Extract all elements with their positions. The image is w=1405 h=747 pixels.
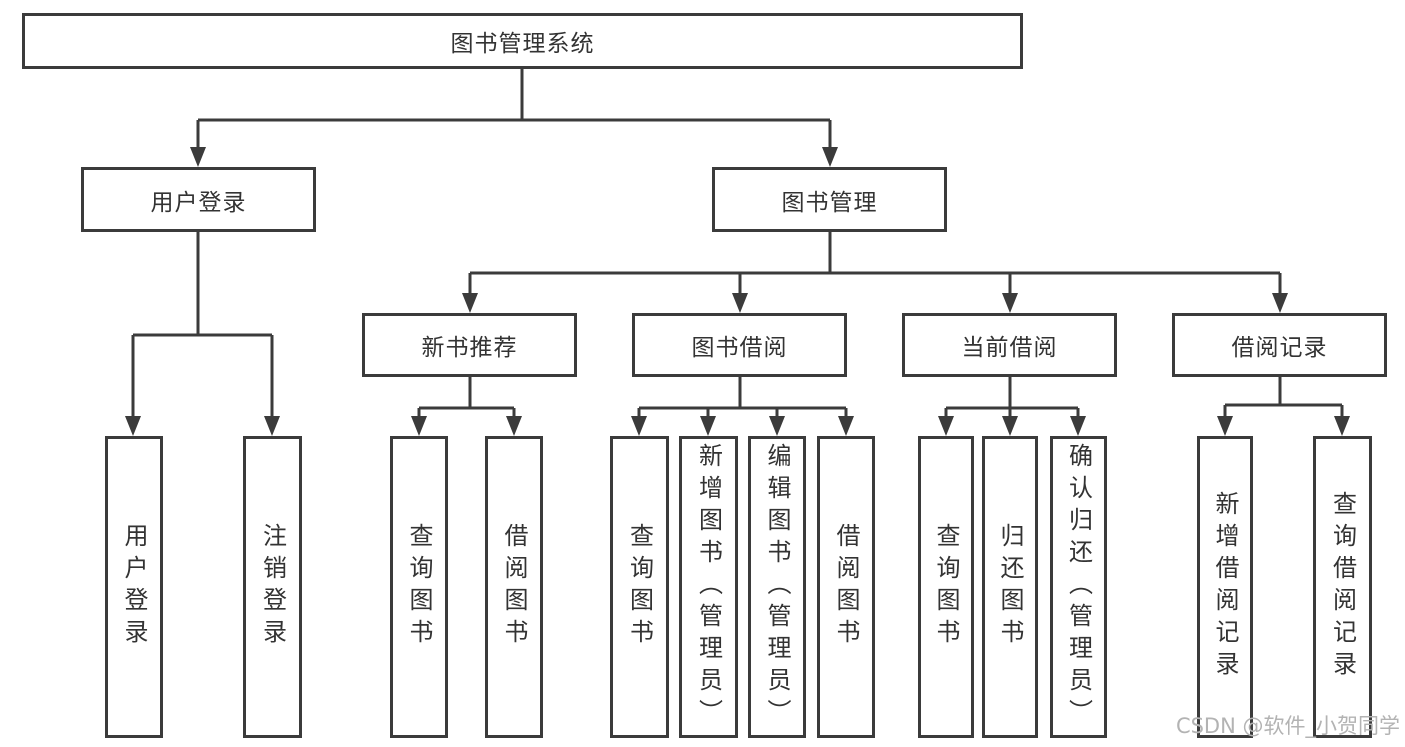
leaf-label: 借阅图书 [832,523,860,651]
leaf-add-borrow-record: 新增借阅记录 [1197,436,1253,738]
leaf-logout: 注销登录 [243,436,302,738]
node-borrow-records: 借阅记录 [1172,313,1387,377]
csdn-watermark: CSDN @软件_小贺同学 [1175,714,1400,738]
node-label: 当前借阅 [961,335,1058,361]
node-label: 新书推荐 [421,335,518,361]
node-current-borrow: 当前借阅 [902,313,1117,377]
leaf-borrow-books-1: 借阅图书 [485,436,543,738]
leaf-user-login: 用户登录 [105,436,163,738]
leaf-confirm-return-admin: 确认归还（管理员） [1050,436,1107,738]
node-user-login: 用户登录 [81,167,316,232]
leaf-label: 用户登录 [120,523,148,651]
leaf-label: 查询图书 [405,523,433,651]
node-label: 图书管理 [781,189,878,216]
node-label: 图书借阅 [691,335,788,361]
node-label: 用户登录 [150,189,247,216]
leaf-label: 借阅图书 [500,523,528,651]
node-book-borrow: 图书借阅 [632,313,847,377]
leaf-add-books-admin: 新增图书（管理员） [679,436,738,738]
leaf-query-books-1: 查询图书 [390,436,448,738]
leaf-return-books: 归还图书 [982,436,1038,738]
leaf-label: 查询图书 [932,523,960,651]
leaf-label: 新增借阅记录 [1211,491,1239,683]
node-library-management-system: 图书管理系统 [22,13,1023,69]
leaf-borrow-books-2: 借阅图书 [817,436,875,738]
leaf-label: 新增图书（管理员） [694,443,723,731]
node-book-management: 图书管理 [712,167,947,232]
leaf-label: 编辑图书（管理员） [763,443,791,731]
node-new-book-recommend: 新书推荐 [362,313,577,377]
arrowheads [125,147,1350,436]
node-label: 借阅记录 [1231,335,1328,361]
leaf-edit-books-admin: 编辑图书（管理员） [748,436,806,738]
leaf-label: 查询借阅记录 [1328,491,1357,683]
leaf-label: 查询图书 [625,523,654,651]
leaf-label: 注销登录 [258,523,287,651]
leaf-query-borrow-record: 查询借阅记录 [1313,436,1372,738]
leaf-query-books-3: 查询图书 [918,436,974,738]
leaf-label: 确认归还（管理员） [1064,443,1093,731]
leaf-label: 归还图书 [996,523,1024,651]
node-label: 图书管理系统 [450,31,595,57]
leaf-query-books-2: 查询图书 [610,436,669,738]
